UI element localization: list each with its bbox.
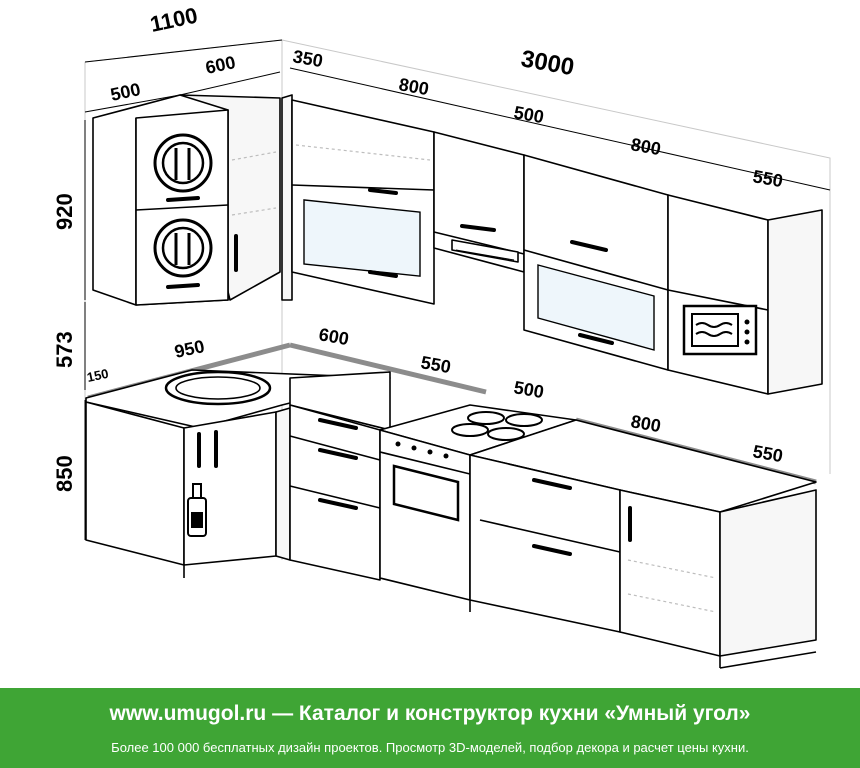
drawer-base-600	[289, 371, 391, 581]
dim-top-left-width: 500	[109, 79, 143, 105]
upper-glass-cabinet-800	[523, 154, 669, 371]
dim-base-950: 950	[173, 336, 207, 362]
dim-base-150: 150	[86, 366, 110, 385]
dimension-lines	[84, 39, 831, 540]
dim-top-500: 500	[512, 102, 545, 127]
dim-top-350: 350	[291, 46, 324, 71]
dim-base-500: 500	[512, 377, 545, 402]
footer-banner: www.umugol.ru — Каталог и конструктор ку…	[0, 688, 860, 768]
dim-height-gap: 573	[52, 331, 77, 368]
dim-base-800: 800	[629, 411, 662, 436]
plate-icon-lower	[153, 218, 213, 278]
upper-hood-cabinet	[433, 131, 525, 273]
drawer-base-800	[469, 419, 817, 633]
dim-height-upper: 920	[52, 193, 77, 230]
stove-unit	[379, 404, 577, 601]
dim-top-corner-total: 1100	[148, 3, 200, 37]
dim-base-550-a: 550	[419, 352, 452, 377]
dim-top-total-run: 3000	[519, 45, 576, 81]
banner-subtitle: Более 100 000 бесплатных дизайн проектов…	[111, 740, 749, 755]
upper-microwave-cabinet	[667, 194, 823, 395]
dim-top-corner-depth: 600	[204, 52, 238, 78]
upper-back-glass-cabinet	[281, 94, 435, 305]
dim-base-600: 600	[317, 324, 350, 349]
door-base-550	[619, 489, 817, 669]
dim-top-550: 550	[751, 166, 784, 191]
corner-sink-base	[85, 369, 391, 578]
dim-top-800-a: 800	[397, 74, 430, 99]
kitchen-layout-drawing: 1100 500 600 350 3000 800 500 800 550 92…	[52, 3, 831, 669]
dim-top-800-b: 800	[629, 134, 662, 159]
dim-base-550-b: 550	[751, 441, 784, 466]
dim-height-base: 850	[52, 455, 77, 492]
banner-title[interactable]: www.umugol.ru — Каталог и конструктор ку…	[109, 702, 751, 725]
plate-icon-upper	[153, 133, 213, 193]
